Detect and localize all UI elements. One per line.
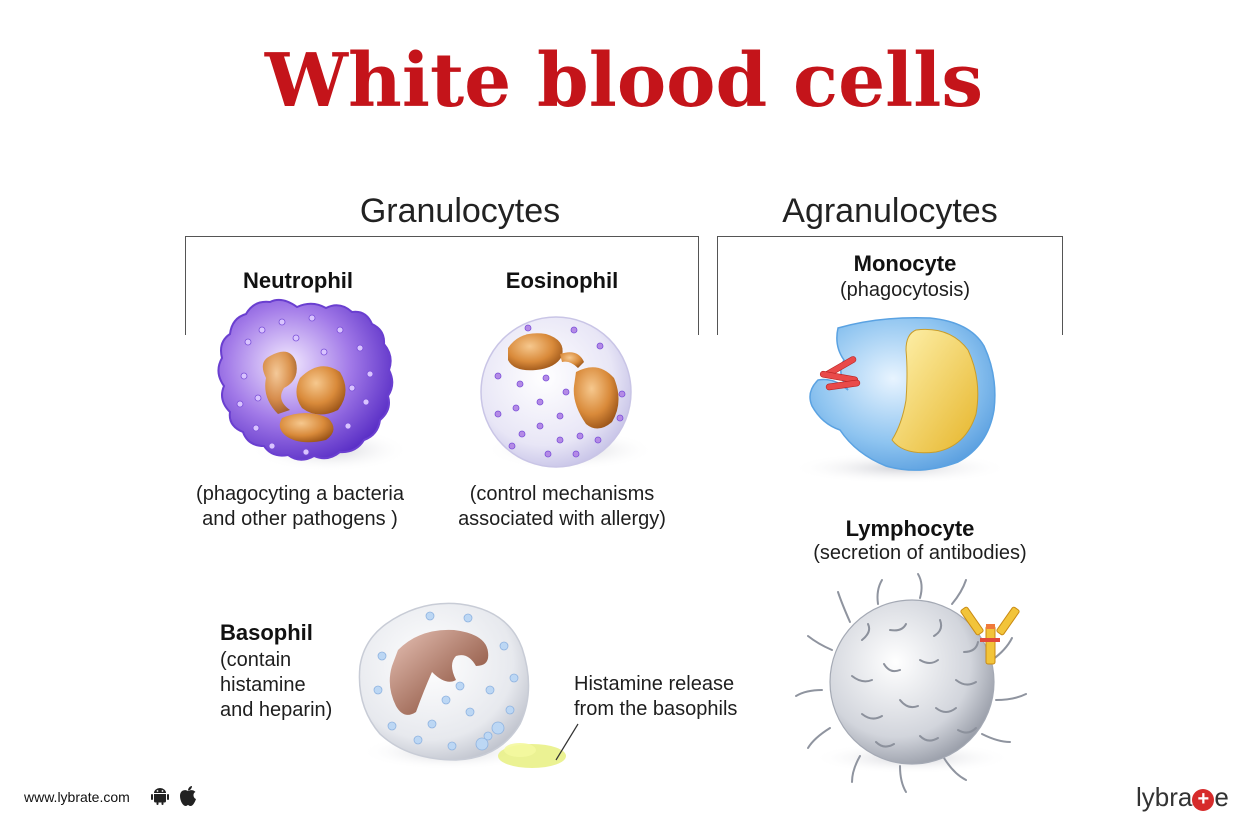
logo-text: lybra xyxy=(1136,782,1193,812)
agranulocytes-heading: Agranulocytes xyxy=(782,192,998,230)
apple-icon[interactable] xyxy=(178,785,198,807)
lymphocyte-description: (secretion of antibodies) xyxy=(813,542,1027,564)
neutrophil-description-line: (phagocyting a bacteria xyxy=(196,483,404,505)
granulocytes-bracket xyxy=(185,236,699,335)
basophil-description-line: and heparin) xyxy=(220,699,333,721)
granulocytes-heading: Granulocytes xyxy=(359,192,561,230)
neutrophil-description: (phagocyting a bacteria and other pathog… xyxy=(160,482,440,532)
eosinophil-description-line: (control mechanisms xyxy=(469,483,655,505)
histamine-annotation-line: from the basophils xyxy=(574,698,738,720)
agranulocytes-bracket xyxy=(717,236,1063,335)
logo-text-end: e xyxy=(1214,782,1229,812)
plus-icon: + xyxy=(1192,789,1215,811)
histamine-annotation-line: Histamine release xyxy=(574,673,735,695)
footer-url[interactable]: www.lybrate.com xyxy=(24,789,130,805)
page-title: White blood cells xyxy=(264,38,984,124)
eosinophil-description: (control mechanisms associated with alle… xyxy=(430,482,694,532)
neutrophil-description-line: and other pathogens ) xyxy=(202,508,398,530)
histamine-annotation: Histamine release from the basophils xyxy=(574,672,774,722)
eosinophil-name: Eosinophil xyxy=(505,268,619,293)
eosinophil-description-line: associated with allergy) xyxy=(458,508,666,530)
basophil-description-line: (contain xyxy=(220,649,292,671)
monocyte-name: Monocyte xyxy=(853,251,957,276)
lybrate-logo[interactable]: lybra+e xyxy=(1136,782,1229,813)
lymphocyte-name: Lymphocyte xyxy=(845,516,975,541)
basophil-description: (contain histamine and heparin) xyxy=(220,648,360,723)
neutrophil-name: Neutrophil xyxy=(243,268,353,293)
monocyte-description: (phagocytosis) xyxy=(839,279,971,301)
basophil-name: Basophil xyxy=(220,620,313,645)
android-icon[interactable] xyxy=(150,786,170,806)
basophil-description-line: histamine xyxy=(220,674,306,696)
